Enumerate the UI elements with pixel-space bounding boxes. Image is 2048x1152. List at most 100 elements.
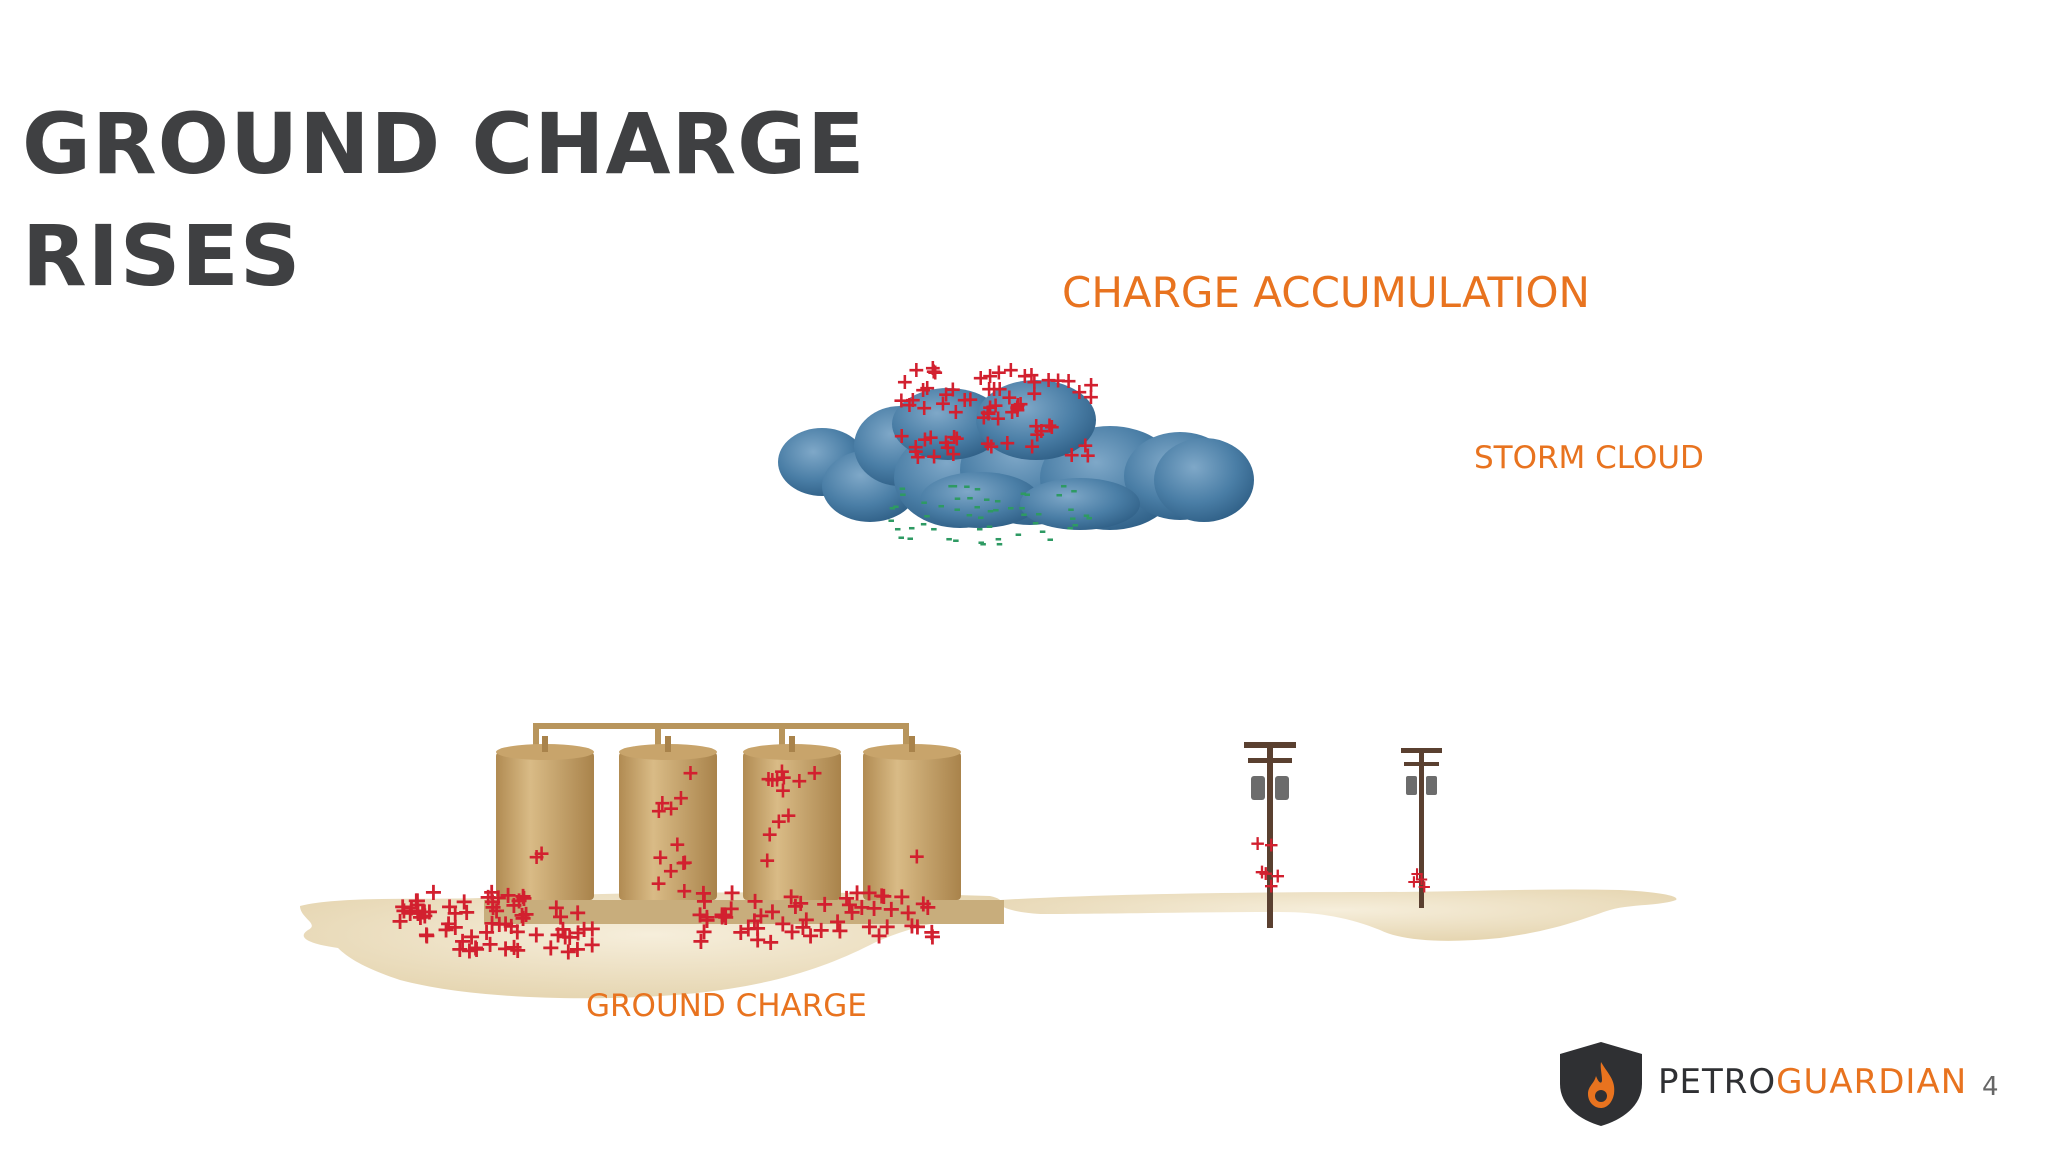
positive-charge-marker: + — [406, 887, 426, 915]
negative-charge-marker: - — [1018, 498, 1025, 519]
positive-charge-marker: + — [759, 767, 777, 792]
negative-charge-marker: - — [954, 488, 961, 509]
positive-charge-marker: + — [1249, 831, 1266, 855]
positive-charge-marker: + — [944, 377, 962, 402]
positive-charge-marker: + — [896, 370, 914, 395]
positive-charge-marker: + — [922, 918, 942, 946]
positive-charge-marker: + — [408, 899, 428, 927]
positive-charge-marker: + — [758, 848, 776, 873]
ground-charge-label: GROUND CHARGE — [586, 988, 867, 1024]
negative-charge-marker: - — [887, 510, 894, 531]
positive-charge-marker: + — [979, 402, 997, 427]
positive-charge-marker: + — [482, 878, 502, 906]
positive-charge-marker: + — [1257, 861, 1274, 885]
positive-charge-marker: + — [459, 937, 479, 965]
positive-charge-marker: + — [961, 388, 979, 413]
positive-charge-marker: + — [745, 887, 765, 915]
positive-charge-marker: + — [1009, 393, 1027, 418]
positive-charge-marker: + — [980, 377, 998, 402]
positive-charge-marker: + — [990, 361, 1008, 386]
positive-charge-marker: + — [811, 916, 831, 944]
negative-charge-marker: - — [1086, 507, 1093, 528]
positive-charge-marker: + — [986, 393, 1004, 418]
positive-charge-marker: + — [978, 401, 996, 426]
positive-charge-marker: + — [408, 896, 428, 924]
negative-charge-marker: - — [1047, 529, 1054, 550]
storage-tank — [863, 736, 961, 900]
negative-charge-marker: - — [947, 475, 954, 496]
negative-charge-marker: - — [1069, 508, 1076, 529]
positive-charge-marker: + — [1016, 364, 1034, 389]
positive-charge-marker: + — [989, 407, 1007, 432]
positive-charge-marker: + — [722, 879, 742, 907]
positive-charge-marker: + — [1082, 373, 1100, 398]
tank-piping — [533, 723, 909, 752]
positive-charge-marker: + — [842, 898, 862, 926]
charge-markers: ++++++++++++++++++++++++++++++++++++++++… — [390, 356, 1432, 966]
positive-charge-marker: + — [394, 897, 414, 925]
positive-charge-marker: + — [1043, 415, 1061, 440]
positive-charge-marker: + — [691, 927, 711, 955]
positive-charge-marker: + — [550, 903, 570, 931]
positive-charge-marker: + — [763, 768, 781, 793]
page-number: 4 — [1982, 1072, 1999, 1102]
title-line-1: GROUND CHARGE — [22, 95, 866, 193]
positive-charge-marker: + — [498, 881, 518, 909]
positive-charge-marker: + — [445, 899, 465, 927]
positive-charge-marker: + — [948, 426, 966, 451]
positive-charge-marker: + — [436, 916, 456, 944]
positive-charge-marker: + — [982, 435, 1000, 460]
negative-charge-marker: - — [978, 532, 985, 553]
positive-charge-marker: + — [416, 921, 436, 949]
positive-charge-marker: + — [526, 920, 546, 948]
positive-charge-marker: + — [985, 377, 1003, 402]
positive-charge-marker: + — [582, 931, 602, 959]
positive-charge-marker: + — [918, 893, 938, 921]
positive-charge-marker: + — [513, 882, 533, 910]
positive-charge-marker: + — [482, 887, 502, 915]
positive-charge-marker: + — [1076, 433, 1094, 458]
positive-charge-marker: + — [761, 928, 781, 956]
positive-charge-marker: + — [907, 913, 927, 941]
positive-charge-marker: + — [773, 910, 793, 938]
positive-charge-marker: + — [401, 893, 421, 921]
flame-shield-icon — [1560, 1042, 1642, 1126]
tank-base-platform — [484, 900, 1004, 924]
negative-charge-marker: - — [1067, 499, 1074, 520]
positive-charge-marker: + — [847, 878, 867, 906]
positive-charge-marker: + — [1040, 414, 1058, 439]
positive-charge-marker: + — [508, 936, 528, 964]
positive-charge-marker: + — [916, 427, 934, 452]
positive-charge-marker: + — [837, 884, 857, 912]
positive-charge-marker: + — [944, 442, 962, 467]
positive-charge-marker: + — [827, 908, 847, 936]
positive-charge-marker: + — [1414, 869, 1429, 890]
positive-charge-marker: + — [650, 799, 668, 824]
positive-charge-marker: + — [770, 810, 788, 835]
positive-charge-marker: + — [774, 779, 792, 804]
positive-charge-marker: + — [1023, 434, 1041, 459]
positive-charge-marker: + — [1049, 368, 1067, 393]
positive-charge-marker: + — [1059, 369, 1077, 394]
positive-charge-marker: + — [653, 791, 671, 816]
negative-charge-marker: - — [994, 491, 1001, 512]
positive-charge-marker: + — [407, 891, 427, 919]
positive-charge-marker: + — [924, 359, 942, 384]
positive-charge-marker: + — [990, 377, 1008, 402]
negative-charge-marker: - — [907, 528, 914, 549]
negative-charge-marker: - — [920, 514, 927, 535]
positive-charge-marker: + — [1025, 370, 1043, 395]
positive-charge-marker: + — [773, 760, 791, 785]
negative-charge-marker: - — [976, 518, 983, 539]
positive-charge-marker: + — [906, 435, 924, 460]
positive-charge-marker: + — [553, 915, 573, 943]
negative-charge-marker: - — [1067, 517, 1074, 538]
positive-charge-marker: + — [504, 891, 524, 919]
negative-charge-marker: - — [1035, 504, 1042, 525]
positive-charge-marker: + — [790, 769, 808, 794]
positive-charge-marker: + — [1027, 414, 1045, 439]
negative-charge-marker: - — [923, 506, 930, 527]
positive-charge-marker: + — [558, 938, 578, 966]
positive-charge-marker: + — [662, 859, 680, 884]
positive-charge-marker: + — [555, 923, 575, 951]
